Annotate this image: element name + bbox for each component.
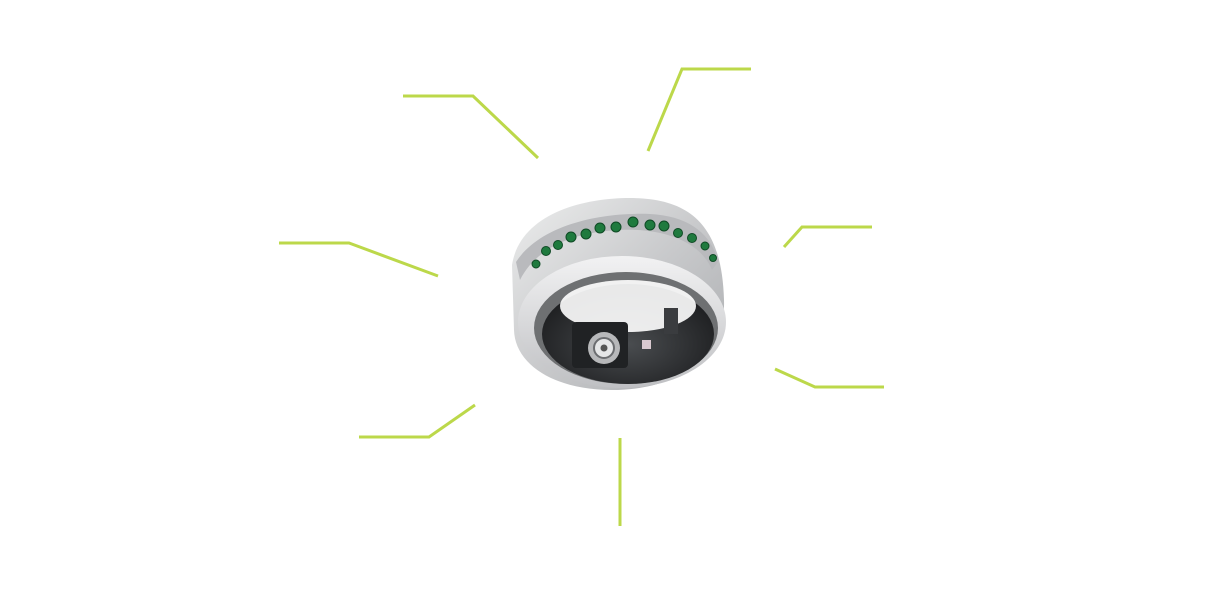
gem bbox=[594, 222, 606, 234]
gem bbox=[565, 231, 577, 243]
gem bbox=[531, 259, 541, 269]
led-chip bbox=[642, 340, 651, 349]
gem bbox=[627, 216, 639, 228]
ring-gem-channel bbox=[516, 213, 718, 280]
callout-line-right-top bbox=[782, 225, 872, 249]
gem bbox=[610, 221, 622, 233]
gem bbox=[673, 228, 683, 238]
gem bbox=[658, 220, 670, 232]
gem bbox=[580, 228, 592, 240]
callout-line-left bbox=[279, 241, 439, 278]
gem bbox=[700, 241, 710, 251]
callout-line-right-bottom bbox=[774, 367, 884, 389]
callout-line-bottom-left bbox=[359, 403, 476, 439]
smart-ring-image bbox=[512, 198, 726, 390]
ring-inner-opening bbox=[560, 280, 696, 332]
gem-row bbox=[531, 216, 717, 269]
gem bbox=[687, 233, 697, 243]
sensor-center bbox=[600, 344, 608, 352]
callout-lines bbox=[279, 67, 884, 526]
circuit-chip bbox=[664, 308, 678, 334]
callout-line-top bbox=[646, 67, 751, 152]
callout-line-top-left bbox=[403, 94, 540, 160]
gem bbox=[709, 254, 717, 262]
gem bbox=[541, 246, 551, 256]
gem bbox=[553, 240, 563, 250]
gem bbox=[644, 219, 656, 231]
